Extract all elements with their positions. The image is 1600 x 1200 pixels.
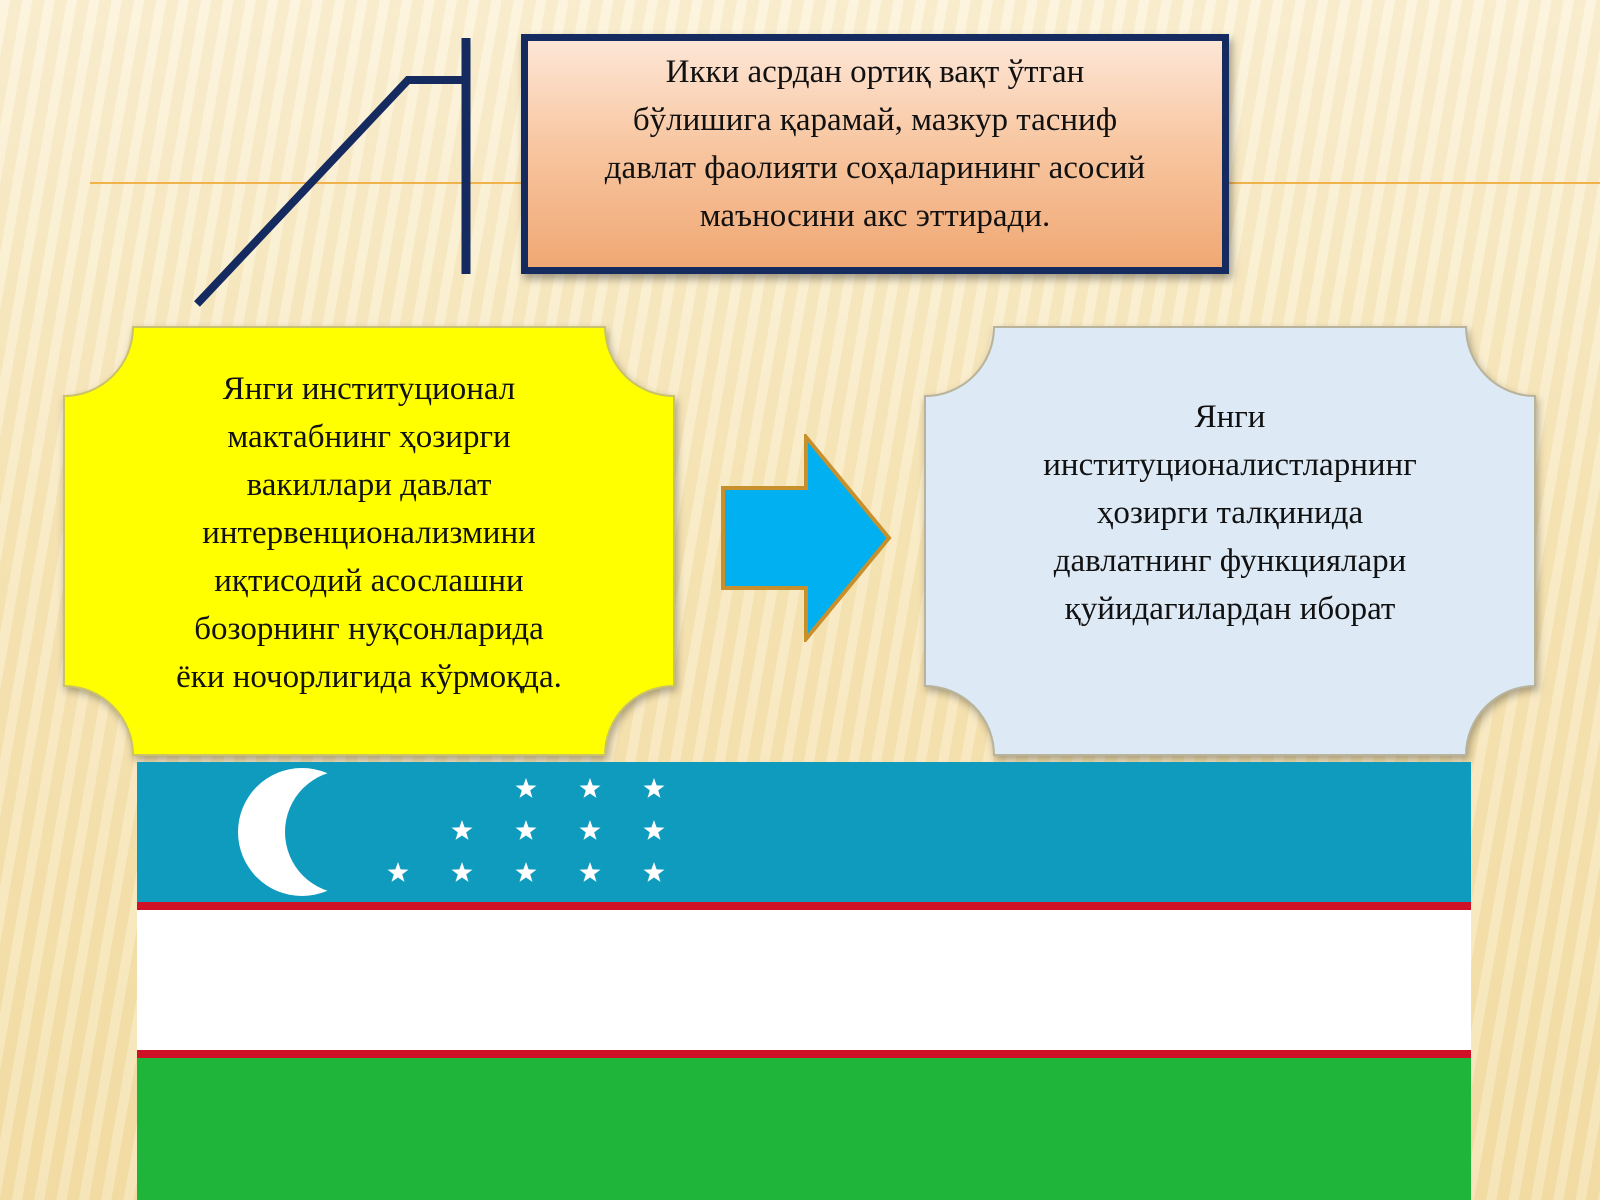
top-note-line: Икки асрдан ортиқ вақт ўтган xyxy=(665,54,1085,90)
right-plaque-text: Янги институционалистларнинг ҳозирги тал… xyxy=(922,324,1538,758)
left-plaque-line: мактабнинг ҳозирги xyxy=(227,419,511,455)
flag-emblem xyxy=(137,762,1471,902)
flag-red-stripe-top xyxy=(137,902,1471,910)
top-note-text: Икки асрдан ортиқ вақт ўтган бўлишига қа… xyxy=(605,48,1145,240)
top-note-line: бўлишига қарамай, мазкур тасниф xyxy=(632,102,1118,138)
callout-connector-line xyxy=(194,76,466,307)
flag-white-band xyxy=(137,910,1471,1050)
right-plaque-line: ҳозирги талқинида xyxy=(1096,495,1364,531)
right-plaque-line: давлатнинг функциялари xyxy=(1053,543,1407,579)
left-plaque-line: Янги институционал xyxy=(222,371,516,407)
right-plaque-line: институционалистларнинг xyxy=(1043,447,1417,483)
right-plaque: Янги институционалистларнинг ҳозирги тал… xyxy=(922,324,1538,758)
right-plaque-line: Янги xyxy=(1194,399,1266,435)
left-plaque-line: вакиллари давлат xyxy=(246,467,492,503)
right-plaque-shape xyxy=(924,326,1536,756)
left-plaque-text: Янги институционал мактабнинг ҳозирги ва… xyxy=(61,324,677,758)
left-plaque-line: иқтисодий асослашни xyxy=(214,563,524,599)
left-plaque-shape xyxy=(63,326,675,756)
crescent-icon xyxy=(137,762,1471,902)
right-plaque-outline xyxy=(924,326,1536,756)
left-plaque-line: ёки ночорлигида кўрмоқда. xyxy=(176,659,562,695)
left-plaque: Янги институционал мактабнинг ҳозирги ва… xyxy=(61,324,677,758)
top-note-line: маъносини акс эттиради. xyxy=(699,198,1051,234)
right-arrow-shape xyxy=(721,434,892,642)
right-arrow-icon xyxy=(721,434,892,642)
left-plaque-line: интервенционализмини xyxy=(202,515,536,551)
left-plaque-line: бозорнинг нуқсонларида xyxy=(194,611,544,647)
left-plaque-outline xyxy=(63,326,675,756)
uzbekistan-flag xyxy=(137,762,1471,1200)
flag-red-stripe-bottom xyxy=(137,1050,1471,1058)
flag-green-band xyxy=(137,1058,1471,1200)
top-note-line: давлат фаолияти соҳаларининг асосий xyxy=(604,150,1146,186)
right-plaque-line: қуйидагилардан иборат xyxy=(1064,591,1396,627)
top-note-box: Икки асрдан ортиқ вақт ўтган бўлишига қа… xyxy=(521,34,1229,274)
